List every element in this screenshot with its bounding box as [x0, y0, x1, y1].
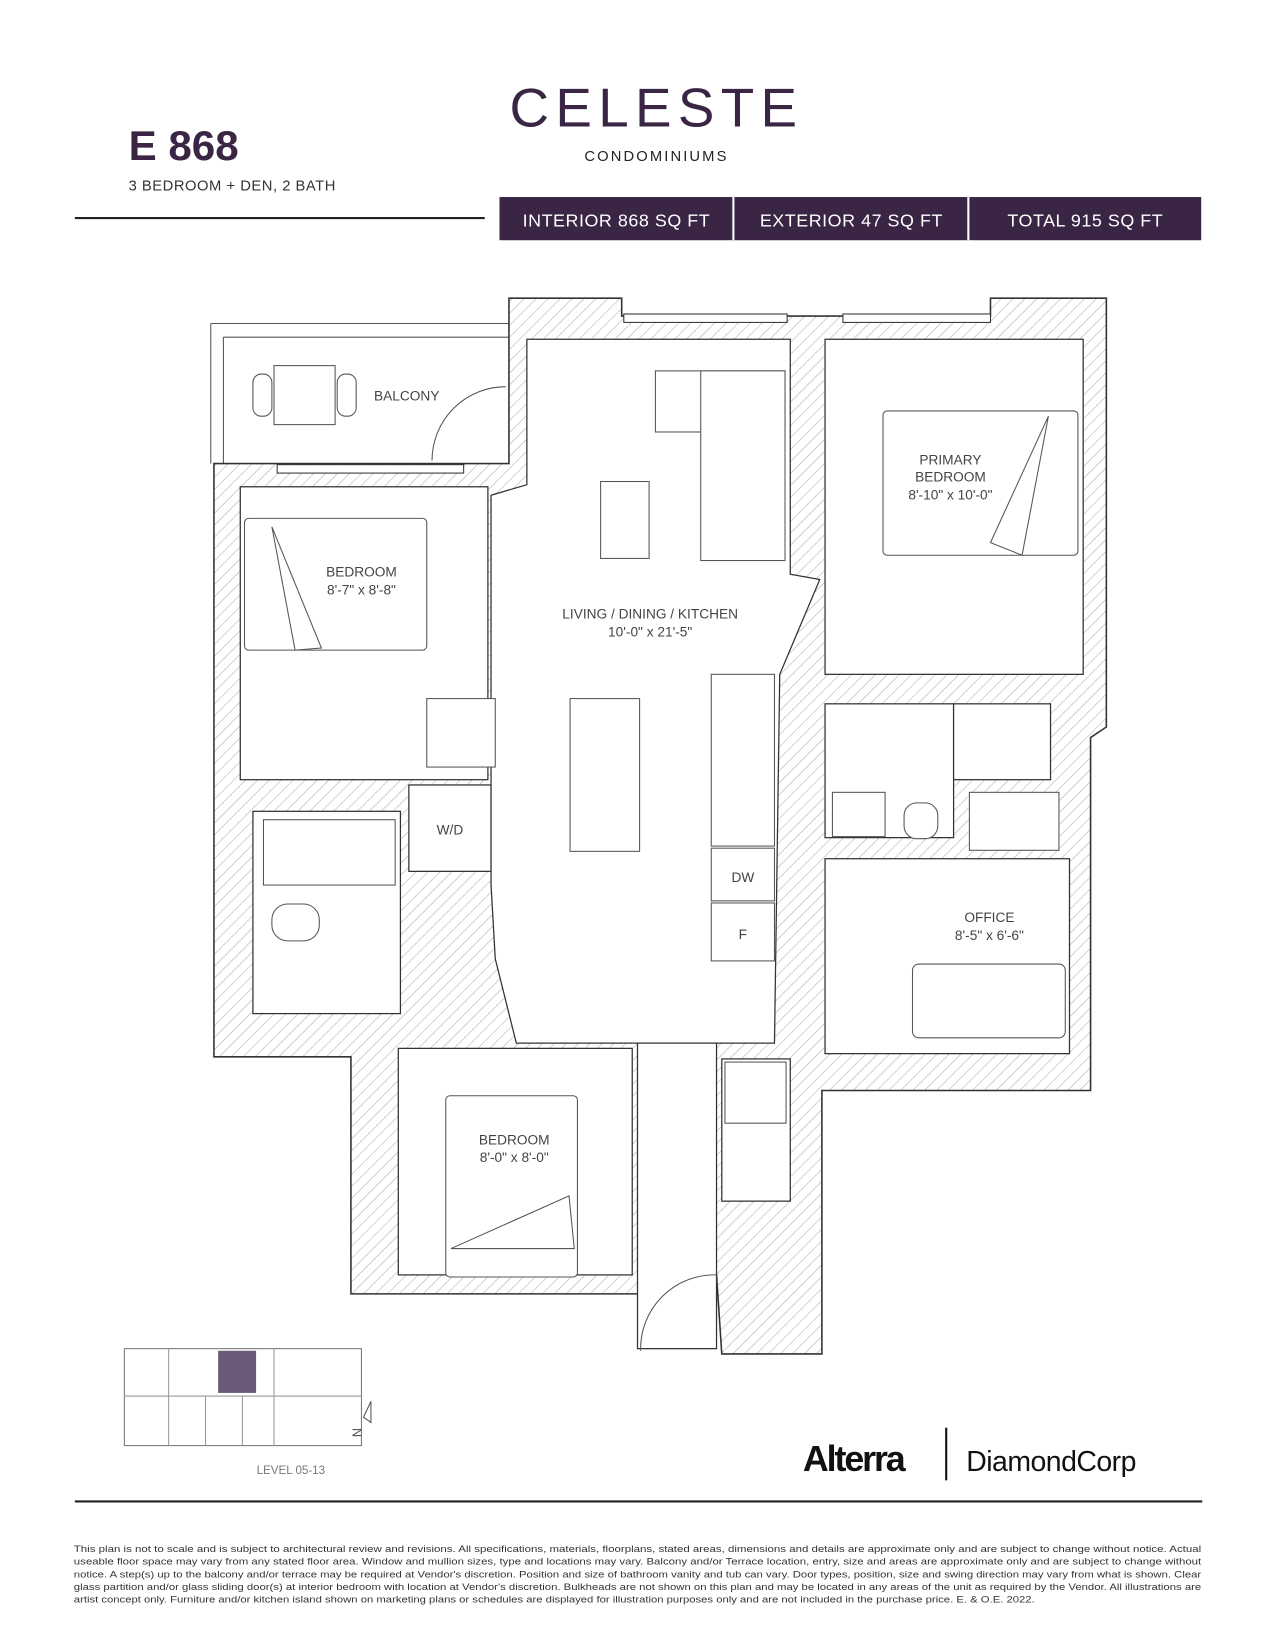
primary-name1: PRIMARY — [919, 453, 981, 468]
brand-subtitle: CONDOMINIUMS — [584, 149, 728, 165]
balcony — [210, 322, 509, 464]
disclaimer-line: This plan is not to scale and is subject… — [74, 1544, 1201, 1554]
unit-highlight — [218, 1350, 257, 1393]
unit-name: E 868 — [129, 122, 239, 169]
office-dims: 8'-5" x 6'-6" — [955, 928, 1024, 943]
area-bar: INTERIOR 868 SQ FT EXTERIOR 47 SQ FT TOT… — [499, 197, 1202, 241]
bedroom2-dims: 8'-0" x 8'-0" — [480, 1150, 549, 1165]
bedroom2-name: BEDROOM — [479, 1132, 550, 1147]
level-label: LEVEL 05-13 — [257, 1465, 325, 1477]
bedroom1-dims: 8'-7" x 8'-8" — [327, 582, 396, 597]
key-plan: N LEVEL 05-13 — [123, 1348, 372, 1477]
living-dims: 10'-0" x 21'-5" — [608, 624, 692, 639]
balcony-label: BALCONY — [374, 388, 439, 403]
exterior-area: EXTERIOR 47 SQ FT — [760, 211, 943, 231]
dishwasher-label: DW — [731, 870, 754, 885]
bedroom1-name: BEDROOM — [326, 564, 397, 579]
living-name: LIVING / DINING / KITCHEN — [562, 606, 738, 621]
disclaimer-line: useable floor space may vary from any st… — [74, 1557, 1202, 1567]
disclaimer-line: glass partition and/or glass sliding doo… — [74, 1582, 1201, 1592]
brand-logo: CELESTE — [510, 76, 804, 138]
floor-plan: BALCONY BEDROOM 8'-7" x 8'-8" LIVING / D… — [210, 297, 1108, 1355]
disclaimer-line: notice. A step(s) up to the balcony and/… — [74, 1569, 1201, 1579]
primary-name2: BEDROOM — [915, 470, 986, 485]
office-name: OFFICE — [964, 910, 1014, 925]
furniture — [243, 370, 1079, 1351]
north-arrow-icon — [362, 1401, 372, 1424]
shower — [952, 703, 1052, 781]
alterra-logo: Alterra — [803, 1439, 907, 1479]
north-label: N — [350, 1428, 364, 1437]
diamondcorp-logo: DiamondCorp — [966, 1446, 1136, 1478]
disclaimer-line: artist concept only. Furniture and/or ki… — [74, 1595, 1035, 1605]
laundry — [408, 784, 492, 872]
fridge-label: F — [739, 927, 747, 942]
total-area: TOTAL 915 SQ FT — [1007, 211, 1163, 231]
disclaimer: This plan is not to scale and is subject… — [74, 1544, 1202, 1605]
primary-dims: 8'-10" x 10'-0" — [908, 487, 992, 502]
interior-area: INTERIOR 868 SQ FT — [523, 211, 711, 231]
unit-type: 3 BEDROOM + DEN, 2 BATH — [129, 179, 336, 195]
laundry-label: W/D — [437, 822, 464, 837]
entry-corridor — [636, 1042, 718, 1350]
